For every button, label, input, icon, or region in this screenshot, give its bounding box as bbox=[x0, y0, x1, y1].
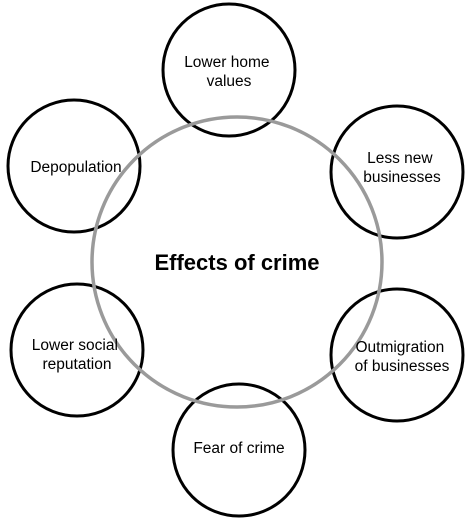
center-ring bbox=[90, 115, 384, 409]
node-label-less-new-businesses: Less new businesses bbox=[363, 150, 441, 186]
node-label-line: Less new bbox=[367, 150, 433, 167]
node-label-line: Depopulation bbox=[30, 159, 121, 176]
center-label: Effects of crime bbox=[154, 250, 319, 275]
node-label-line: Lower home bbox=[184, 54, 269, 71]
node-label-line: Fear of crime bbox=[193, 440, 284, 457]
node-label-depopulation: Depopulation bbox=[30, 159, 121, 176]
node-label-line: Lower social bbox=[32, 337, 118, 354]
node-label-line: of businesses bbox=[355, 358, 450, 375]
node-label-fear-of-crime: Fear of crime bbox=[193, 440, 284, 457]
node-label-line: values bbox=[207, 73, 252, 90]
node-label-line: businesses bbox=[363, 169, 441, 186]
node-label-outmigration-of-businesses: Outmigration of businesses bbox=[355, 339, 450, 375]
node-labels: Lower home values Less new businesses Ou… bbox=[30, 54, 449, 457]
node-circle-less-new-businesses bbox=[329, 104, 465, 240]
node-circle-lower-social-reputation bbox=[9, 282, 145, 418]
node-circle-fear-of-crime bbox=[171, 382, 307, 518]
node-label-line: reputation bbox=[43, 356, 112, 373]
node-label-line: Outmigration bbox=[355, 339, 444, 356]
node-label-lower-home-values: Lower home values bbox=[184, 54, 274, 90]
node-circle-lower-home-values bbox=[161, 2, 297, 138]
node-label-lower-social-reputation: Lower social reputation bbox=[32, 337, 122, 373]
node-circle-outmigration-of-businesses bbox=[329, 287, 465, 423]
